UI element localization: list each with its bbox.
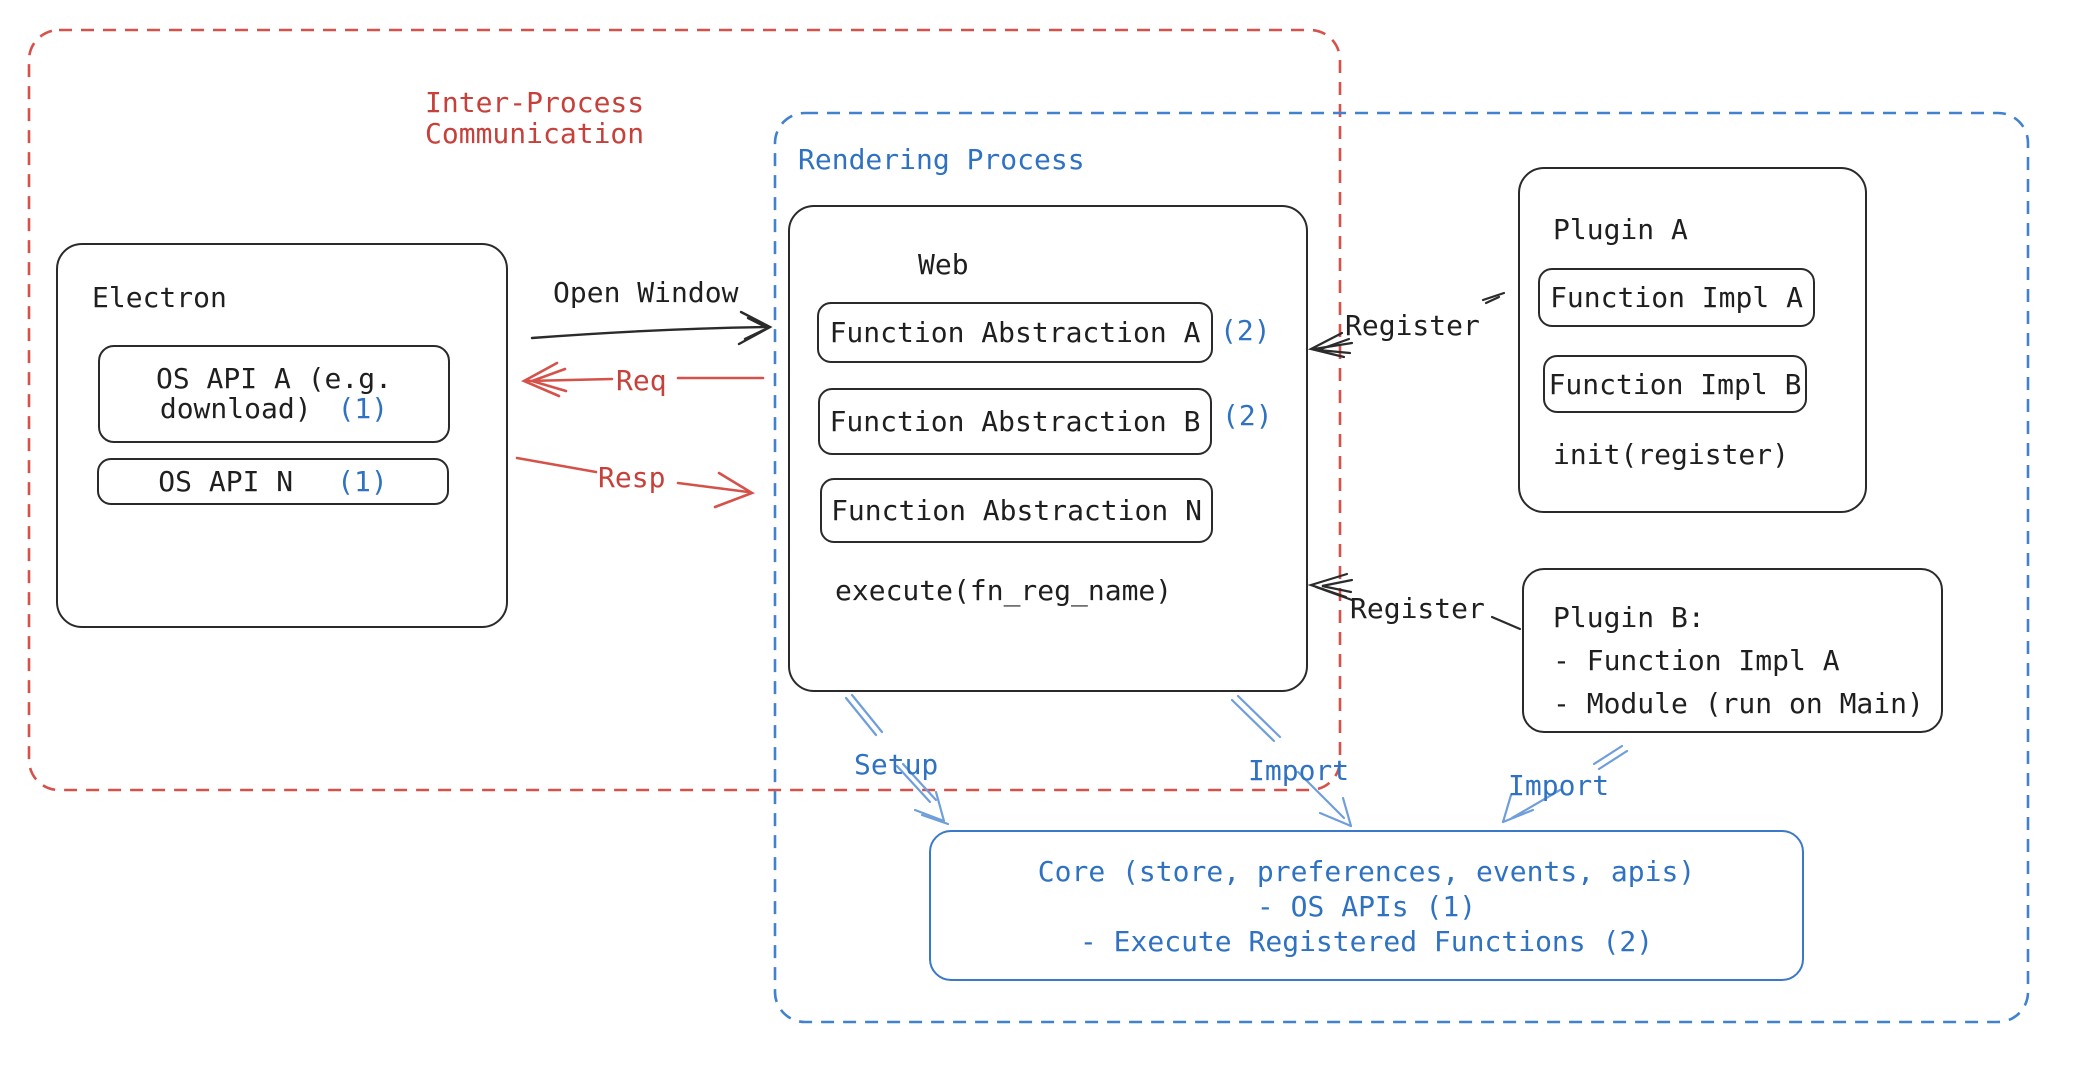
os-api-a-label-line1: OS API A (e.g. (155, 362, 392, 395)
register-bottom-label: Register (1350, 592, 1485, 625)
electron-title: Electron (92, 281, 227, 314)
function-impl-a-box: Function Impl A (1538, 268, 1815, 327)
open-window-label: Open Window (553, 276, 739, 309)
os-api-n-num: (1) (337, 465, 388, 498)
os-api-a-box: OS API A (e.g. download) (1) (98, 345, 450, 443)
rendering-group-label: Rendering Process (798, 143, 1085, 176)
os-api-n-label: OS API N (158, 465, 294, 498)
function-abstraction-b-label: Function Abstraction B (829, 405, 1201, 438)
function-impl-b-label: Function Impl B (1548, 367, 1802, 401)
os-api-a-num: (1) (337, 392, 389, 425)
setup-label: Setup (854, 748, 939, 781)
function-abstraction-a-num: (2) (1220, 314, 1271, 347)
plugin-a-title: Plugin A (1553, 213, 1688, 246)
plugin-a-footer: init(register) (1553, 438, 1790, 471)
req-label: Req (616, 364, 667, 397)
function-abstraction-a-box: Function Abstraction A (817, 302, 1213, 363)
function-abstraction-n-label: Function Abstraction N (831, 494, 1202, 527)
function-abstraction-n-box: Function Abstraction N (820, 478, 1213, 543)
os-api-a-label-line2: download) (159, 392, 312, 425)
function-impl-b-box: Function Impl B (1543, 355, 1807, 413)
function-abstraction-b-num: (2) (1222, 399, 1273, 432)
open-window-arrow (530, 310, 773, 346)
function-abstraction-a-label: Function Abstraction A (829, 316, 1201, 349)
os-api-n-box: OS API N (1) (97, 458, 449, 505)
function-impl-a-label: Function Impl A (1550, 281, 1803, 314)
plugin-b-text: Plugin B: - Function Impl A - Module (ru… (1553, 601, 1924, 720)
ipc-group-label: Inter-Process Communication (425, 86, 645, 150)
resp-label: Resp (598, 461, 666, 494)
web-footer: execute(fn_reg_name) (835, 574, 1173, 607)
import-plugin-label: Import (1508, 769, 1610, 802)
register-top-label: Register (1345, 309, 1480, 342)
web-title: Web (918, 248, 969, 281)
core-text: Core (store, preferences, events, apis) … (1037, 855, 1696, 958)
import-web-label: Import (1248, 754, 1350, 787)
function-abstraction-b-box: Function Abstraction B (818, 388, 1212, 455)
